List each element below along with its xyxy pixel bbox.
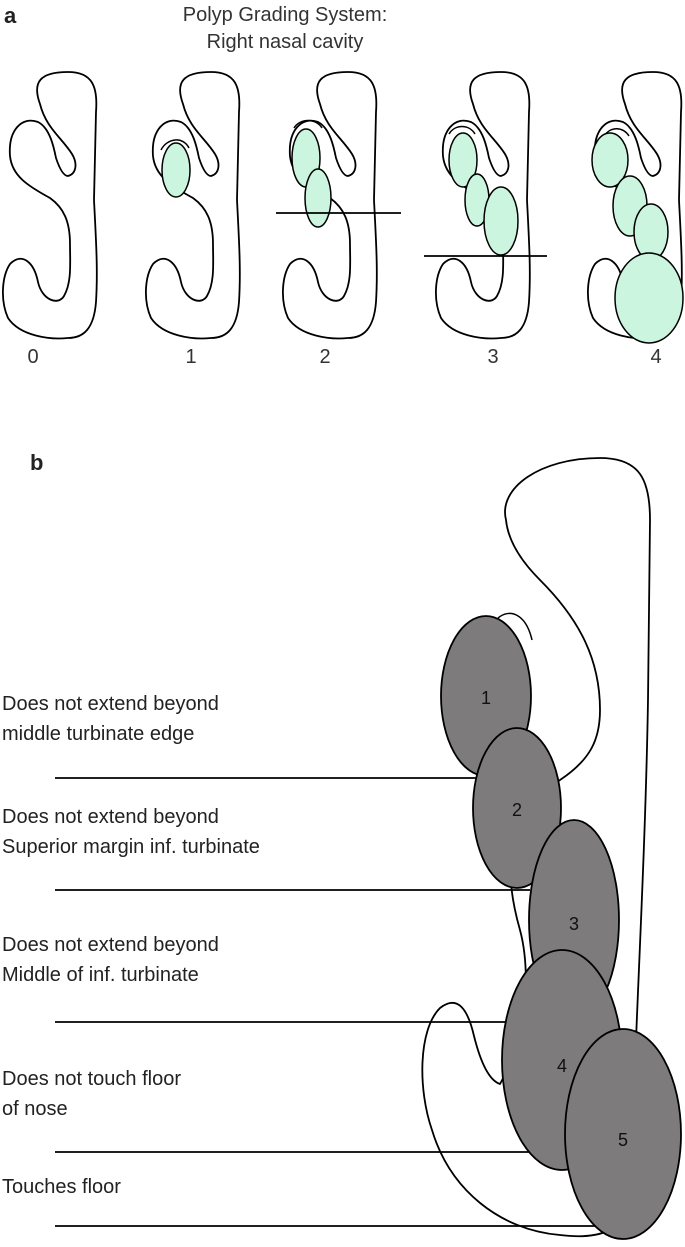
turbinate-fold xyxy=(497,612,533,641)
grade-label-2: 2 xyxy=(319,346,331,368)
polyp-4-label: 4 xyxy=(557,1056,567,1076)
nasal-cavity-large xyxy=(421,457,651,1238)
panel-a-letter: a xyxy=(4,3,17,28)
polyp-1-label: 1 xyxy=(481,688,491,708)
polyp-3-label: 3 xyxy=(569,914,579,934)
level-1-description: Does not extend beyond middle turbinate … xyxy=(2,689,219,749)
title-line-2: Right nasal cavity xyxy=(206,31,364,53)
polyp-grade-2-lower xyxy=(304,168,332,228)
grade-label-1: 1 xyxy=(185,346,197,368)
grade-label-4: 4 xyxy=(650,346,662,368)
polyp-grade-1 xyxy=(161,142,191,198)
polyp-grade-4-d xyxy=(614,252,684,344)
nasal-cavity-grade-0 xyxy=(2,71,98,340)
level-5-line-1: Touches floor xyxy=(2,1176,121,1198)
polyp-grade-3-a xyxy=(448,132,478,188)
level-2-line-1: Does not extend beyond xyxy=(2,806,219,828)
polyp-5: 5 xyxy=(564,1028,682,1240)
polyp-2-label: 2 xyxy=(512,800,522,820)
polyp-grade-3-c xyxy=(483,186,519,256)
level-4-line-2: of nose xyxy=(2,1098,68,1120)
grade-label-0: 0 xyxy=(27,346,39,368)
level-4-line-1: Does not touch floor xyxy=(2,1068,181,1090)
level-3-line-2: Middle of inf. turbinate xyxy=(2,964,199,986)
polyp-2: 2 xyxy=(472,727,562,889)
level-2-description: Does not extend beyond Superior margin i… xyxy=(2,802,260,862)
polyp-grade-4-c xyxy=(633,203,669,261)
grade-4-diagram xyxy=(587,71,684,344)
grade-2-diagram xyxy=(282,71,378,340)
panel-b-letter: b xyxy=(30,450,44,475)
grade-3-diagram xyxy=(435,71,531,340)
level-2-line-2: Superior margin inf. turbinate xyxy=(2,836,260,858)
level-5-description: Touches floor xyxy=(2,1172,121,1202)
diagram-title: Polyp Grading System: Right nasal cavity xyxy=(160,2,410,56)
polyp-grade-4-a xyxy=(591,132,629,188)
level-1-line-2: middle turbinate edge xyxy=(2,723,195,745)
title-line-1: Polyp Grading System: xyxy=(182,4,388,26)
nasal-cavity-grade-1 xyxy=(145,71,241,340)
level-3-line-1: Does not extend beyond xyxy=(2,934,219,956)
level-1-line-1: Does not extend beyond xyxy=(2,693,219,715)
grade-1-diagram xyxy=(145,71,241,340)
level-4-description: Does not touch floor of nose xyxy=(2,1064,181,1124)
level-3-description: Does not extend beyond Middle of inf. tu… xyxy=(2,930,219,990)
grade-label-3: 3 xyxy=(487,346,499,368)
polyp-5-label: 5 xyxy=(618,1130,628,1150)
